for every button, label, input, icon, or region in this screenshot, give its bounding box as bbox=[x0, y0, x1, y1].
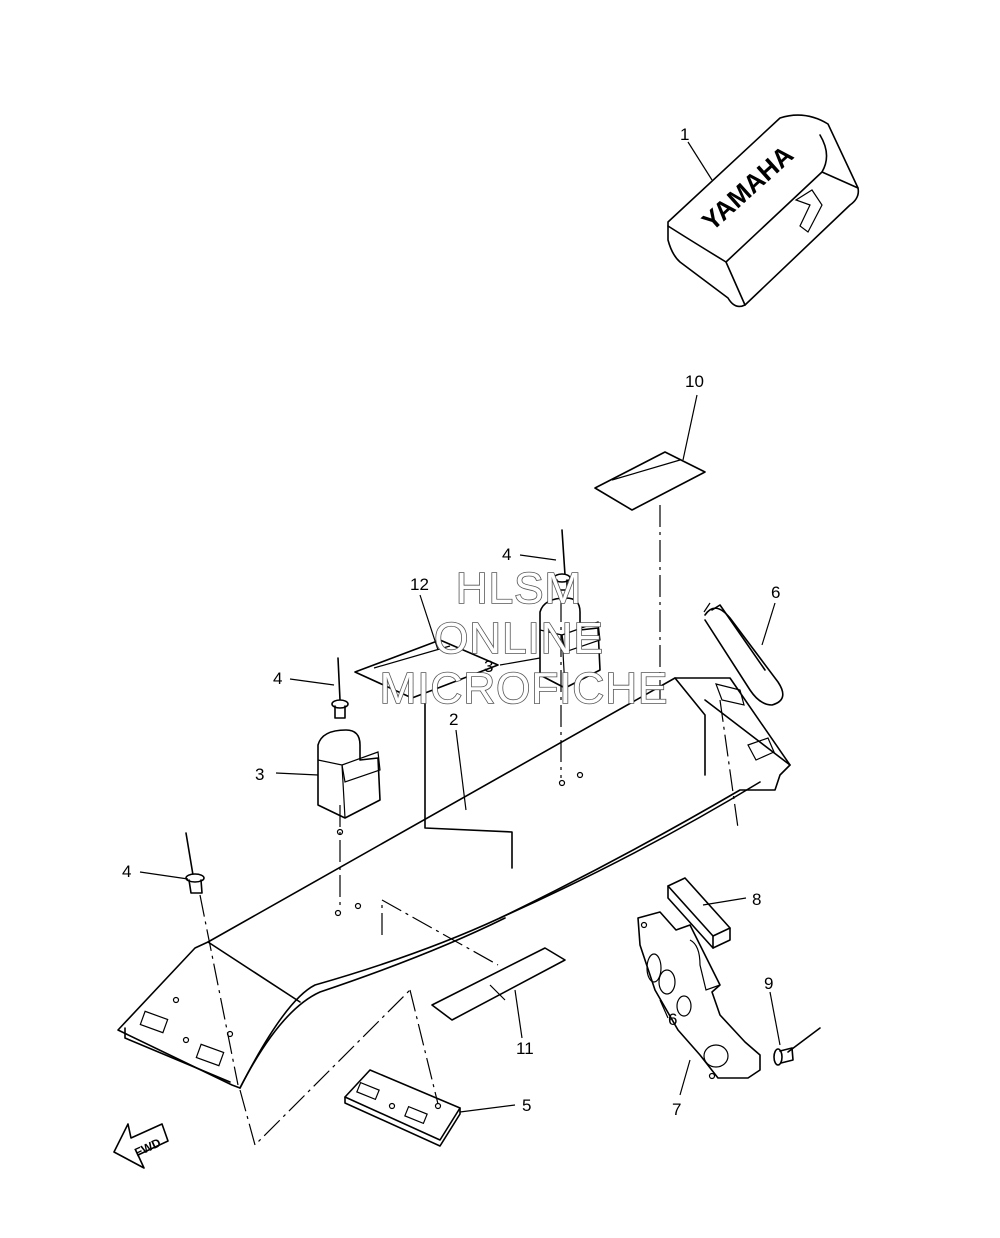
watermark-line-1: HLSM bbox=[456, 564, 582, 613]
part-6-wire-clip[interactable] bbox=[703, 602, 784, 706]
callout-7: 7 bbox=[672, 1100, 681, 1119]
fwd-arrow-icon: FWD bbox=[113, 1123, 169, 1169]
part-4-rivet-upper[interactable] bbox=[553, 529, 571, 591]
part-3-clip-right[interactable] bbox=[539, 597, 601, 689]
watermark-line-3: MICROFICHE bbox=[380, 664, 669, 713]
callout-9: 9 bbox=[764, 974, 773, 993]
callout-4c: 4 bbox=[122, 862, 131, 881]
part-7-bracket[interactable] bbox=[637, 911, 761, 1080]
callout-2: 2 bbox=[449, 710, 458, 729]
callout-10: 10 bbox=[685, 372, 704, 391]
callout-3a: 3 bbox=[255, 765, 264, 784]
callout-3b: 3 bbox=[484, 657, 493, 676]
callout-6b: 6 bbox=[668, 1010, 677, 1029]
callout-1: 1 bbox=[680, 125, 689, 144]
watermark: HLSM ONLINE MICROFICHE bbox=[379, 563, 669, 714]
part-4-rivet-left[interactable] bbox=[185, 832, 205, 894]
part-1-cover[interactable]: YAMAHA bbox=[667, 114, 860, 308]
callout-5: 5 bbox=[522, 1096, 531, 1115]
watermark-line-2: ONLINE bbox=[434, 614, 604, 663]
callout-4a: 4 bbox=[273, 669, 282, 688]
part-4-rivet-middle[interactable] bbox=[331, 657, 349, 719]
callout-8: 8 bbox=[752, 890, 761, 909]
callout-4b: 4 bbox=[502, 545, 511, 564]
part-11-decal[interactable] bbox=[431, 947, 566, 1021]
callout-12: 12 bbox=[410, 575, 429, 594]
part-5-plate[interactable] bbox=[344, 1069, 461, 1147]
part-10-decal[interactable] bbox=[594, 451, 706, 511]
part-2-cover-plate[interactable] bbox=[117, 677, 791, 1089]
part-9-rivet[interactable] bbox=[773, 1027, 821, 1066]
callout-11: 11 bbox=[516, 1039, 534, 1058]
callout-6a: 6 bbox=[771, 583, 780, 602]
part-8-block[interactable] bbox=[667, 877, 731, 949]
part-3-clip-left[interactable] bbox=[317, 729, 381, 836]
